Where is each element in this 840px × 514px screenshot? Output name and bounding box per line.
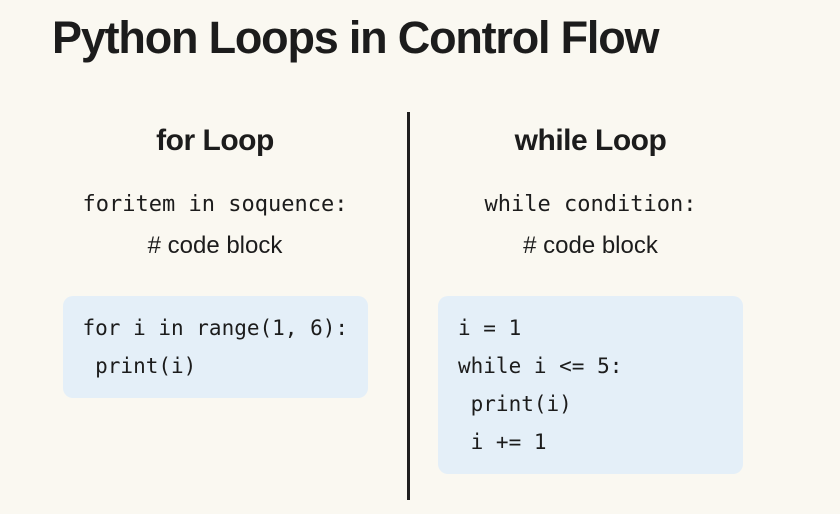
- for-loop-syntax-line: foritem in soquence:: [82, 192, 348, 217]
- column-divider: [407, 112, 410, 500]
- while-loop-heading: while Loop: [514, 124, 667, 157]
- while-loop-code-line-1: i = 1: [458, 316, 522, 340]
- for-loop-code-line-2: print(i): [82, 354, 197, 378]
- for-loop-column: for Loop foritem in soquence: # code blo…: [40, 122, 390, 398]
- for-loop-heading: for Loop: [156, 124, 274, 157]
- while-loop-code-line-3: print(i): [458, 392, 572, 416]
- while-loop-code-line-4: i += 1: [458, 430, 547, 454]
- page-title: Python Loops in Control Flow: [52, 12, 660, 63]
- while-loop-code-box: i = 1 while i <= 5: print(i) i += 1: [438, 296, 743, 474]
- while-loop-syntax-line: while condition:: [484, 192, 697, 217]
- while-loop-syntax-comment: # code block: [523, 232, 658, 259]
- for-loop-code-line-1: for i in range(1, 6):: [82, 316, 349, 340]
- for-loop-code-box: for i in range(1, 6): print(i): [62, 296, 368, 398]
- while-loop-code-line-2: while i <= 5:: [458, 354, 623, 378]
- for-loop-syntax-comment: # code block: [147, 232, 283, 259]
- while-loop-column: while Loop while condition: # code block…: [428, 122, 753, 474]
